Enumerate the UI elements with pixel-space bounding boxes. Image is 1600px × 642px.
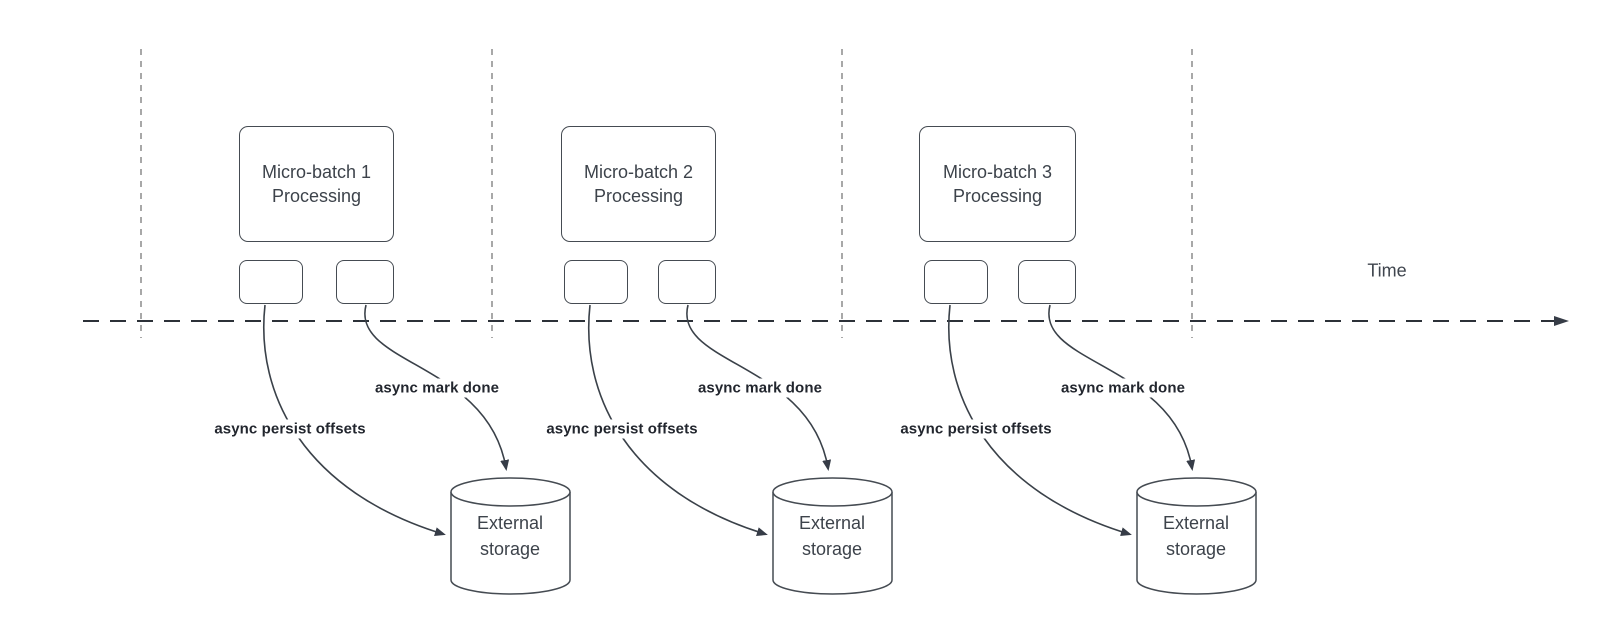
- micro-batch-1-label: Micro-batch 1 Processing: [261, 162, 372, 206]
- external-storage-cylinder-2: [772, 477, 893, 595]
- external-storage-cylinder-1: [450, 477, 571, 595]
- persist-offsets-label-3: async persist offsets: [897, 419, 1055, 439]
- external-storage-label-3: External storage: [1162, 513, 1230, 559]
- external-storage-label-1: External storage: [476, 513, 544, 559]
- micro-batch-1-box: Micro-batch 1 Processing: [239, 126, 394, 242]
- mark-done-label-3: async mark done: [1057, 378, 1189, 398]
- external-storage-cylinder-3: [1136, 477, 1257, 595]
- mark-done-arrow-1: [364, 304, 510, 471]
- persist-offsets-label-2: async persist offsets: [543, 419, 701, 439]
- offset-write-box-2: [564, 260, 628, 304]
- mark-done-arrow-3: [1048, 304, 1196, 471]
- micro-batch-3-box: Micro-batch 3 Processing: [919, 126, 1076, 242]
- commit-write-box-1: [336, 260, 394, 304]
- external-storage-label-2: External storage: [798, 513, 866, 559]
- mark-done-label-2: async mark done: [694, 378, 826, 398]
- commit-write-box-2: [658, 260, 716, 304]
- time-axis-label: Time: [1367, 260, 1407, 281]
- offset-write-box-3: [924, 260, 988, 304]
- micro-batch-3-label: Micro-batch 3 Processing: [942, 162, 1053, 206]
- persist-offsets-label-1: async persist offsets: [211, 419, 369, 439]
- offset-write-box-1: [239, 260, 303, 304]
- micro-batch-2-label: Micro-batch 2 Processing: [583, 162, 694, 206]
- micro-batch-2-box: Micro-batch 2 Processing: [561, 126, 716, 242]
- mark-done-arrow-2: [686, 304, 832, 471]
- commit-write-box-3: [1018, 260, 1076, 304]
- mark-done-label-1: async mark done: [371, 378, 503, 398]
